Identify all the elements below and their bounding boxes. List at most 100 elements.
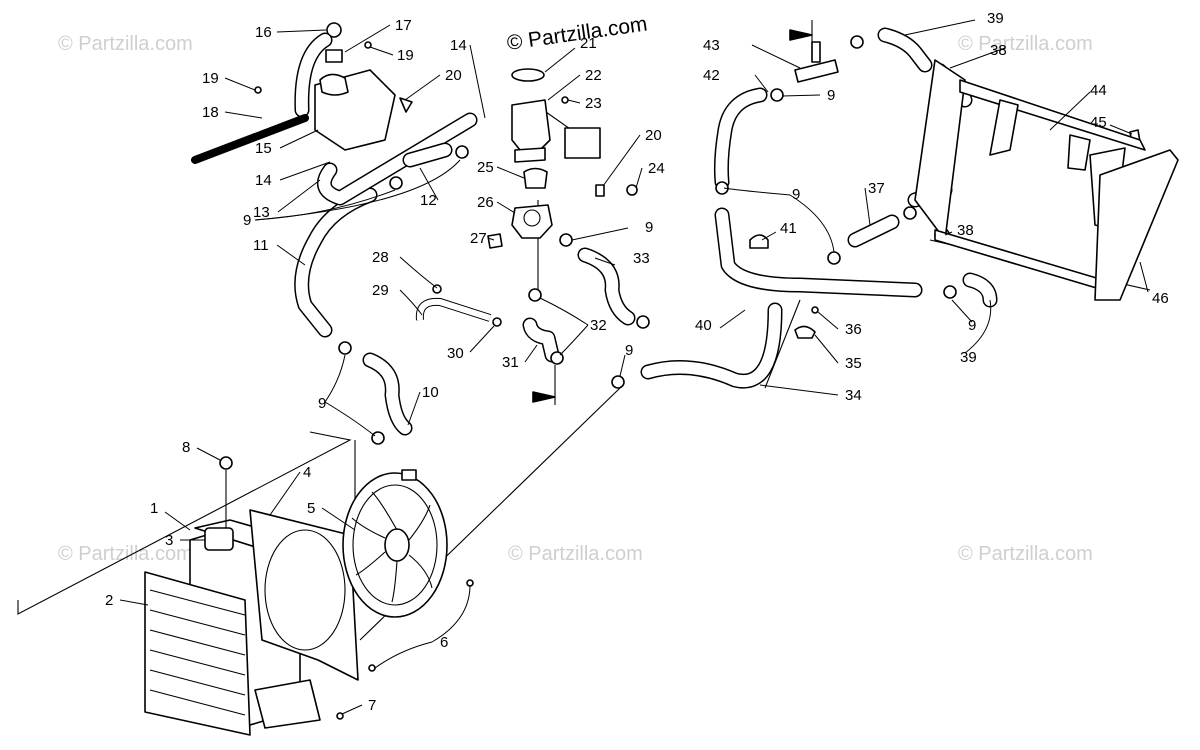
clamp-32a: [528, 288, 542, 302]
callout-9-c: 9: [645, 219, 653, 236]
sensor-27: [487, 233, 503, 249]
fan-inner-ring: [352, 484, 438, 606]
callout-8: 8: [182, 439, 190, 456]
callout-7: 7: [368, 697, 376, 714]
callout-19-b: 19: [397, 47, 414, 64]
frame-44: [914, 59, 1179, 301]
callout-22: 22: [585, 67, 602, 84]
callout-14-a: 14: [255, 172, 272, 189]
screw-19a: [254, 86, 262, 94]
callout-2: 2: [105, 592, 113, 609]
watermark-bottom-center: © Partzilla.com: [508, 543, 643, 565]
fan-connector: [401, 469, 417, 481]
callout-39-b: 39: [960, 349, 977, 366]
housing-port: [523, 209, 541, 227]
callout-16: 16: [255, 24, 272, 41]
frame-bottom-rail: [934, 229, 1121, 296]
callout-9-g: 9: [968, 317, 976, 334]
callout-5: 5: [307, 500, 315, 517]
watermark-top-right: © Partzilla.com: [958, 33, 1093, 55]
clamp-9l: [943, 285, 957, 299]
callout-20-a: 20: [445, 67, 462, 84]
housing-lower: [514, 147, 546, 163]
thermostat-25: [523, 167, 548, 189]
callout-23: 23: [585, 95, 602, 112]
callout-1: 1: [150, 500, 158, 517]
callout-46: 46: [1152, 290, 1169, 307]
vent-tube-18: [191, 114, 309, 164]
radiator-cap: [219, 456, 233, 470]
coolant-reservoir: [191, 22, 413, 164]
callout-26: 26: [477, 194, 494, 211]
tee-fitting-43: [794, 41, 839, 83]
watermark-bottom-left: © Partzilla.com: [58, 543, 193, 565]
callout-44: 44: [1090, 82, 1107, 99]
clamp-9h: [770, 88, 784, 102]
callout-45: 45: [1090, 114, 1107, 131]
fan-blades: [351, 491, 433, 603]
nut-24: [626, 184, 638, 196]
callout-43: 43: [703, 37, 720, 54]
thermostat-housing: [487, 68, 638, 249]
callout-42: 42: [703, 67, 720, 84]
clip-35: [794, 325, 816, 339]
callout-6: 6: [440, 634, 448, 651]
clip-41: [749, 234, 769, 249]
callout-34: 34: [845, 387, 862, 404]
callout-28: 28: [372, 249, 389, 266]
flow-arrows: [532, 20, 813, 405]
mount-bracket: [564, 127, 601, 159]
reservoir-neck: [319, 73, 349, 96]
clamp-9b: [455, 145, 469, 159]
callout-25: 25: [477, 159, 494, 176]
callout-31: 31: [502, 354, 519, 371]
hoses: [294, 27, 998, 436]
watermark-bottom-right: © Partzilla.com: [958, 543, 1093, 565]
callout-30: 30: [447, 345, 464, 362]
radiator-screen-mesh: [149, 589, 246, 716]
clamp-9a: [389, 176, 403, 190]
reservoir-cap: [326, 22, 342, 38]
clip-20b: [595, 184, 605, 197]
tee-stub: [811, 41, 821, 63]
shroud-frame: [249, 509, 359, 681]
callout-37: 37: [868, 180, 885, 197]
frame-gusset-a: [989, 99, 1019, 156]
clamp-9e: [559, 233, 573, 247]
screw-23: [561, 96, 569, 104]
frame-right-plate: [1094, 149, 1179, 301]
callout-33: 33: [633, 250, 650, 267]
watermark-main: © Partzilla.com: [505, 12, 648, 54]
screw-7: [336, 712, 344, 720]
clip-20: [399, 97, 413, 113]
frame-gusset-b: [1067, 134, 1091, 171]
callout-36: 36: [845, 321, 862, 338]
filler-neck-22: [511, 99, 551, 151]
frame-left-plate: [914, 59, 966, 241]
callout-40: 40: [695, 317, 712, 334]
callout-12: 12: [420, 192, 437, 209]
fan-hub: [384, 528, 410, 562]
callout-24: 24: [648, 160, 665, 177]
callout-labels: 1 2 3 4 5 6 7 8 9 9 9 9 9 9 9 10 11 12 1…: [105, 10, 1169, 714]
callout-38-a: 38: [957, 222, 974, 239]
assembly-bracket-1: [17, 431, 352, 615]
screw-19b: [364, 41, 372, 49]
radiator-screen: [144, 571, 251, 736]
watermark-top-left: © Partzilla.com: [58, 33, 193, 55]
callout-17: 17: [395, 17, 412, 34]
leader-lines: [119, 19, 1149, 715]
callout-19-a: 19: [202, 70, 219, 87]
clamp-9f: [636, 315, 650, 329]
pressure-cap-21: [511, 68, 545, 82]
flow-arrow-bottom: [532, 391, 556, 403]
fan-shroud: [249, 509, 359, 681]
callout-9-a: 9: [318, 395, 326, 412]
clamp-9j: [715, 181, 729, 195]
clamp-9d: [371, 431, 385, 445]
callout-29: 29: [372, 282, 389, 299]
callout-3: 3: [165, 532, 173, 549]
shroud-opening: [264, 529, 346, 651]
callout-41: 41: [780, 220, 797, 237]
